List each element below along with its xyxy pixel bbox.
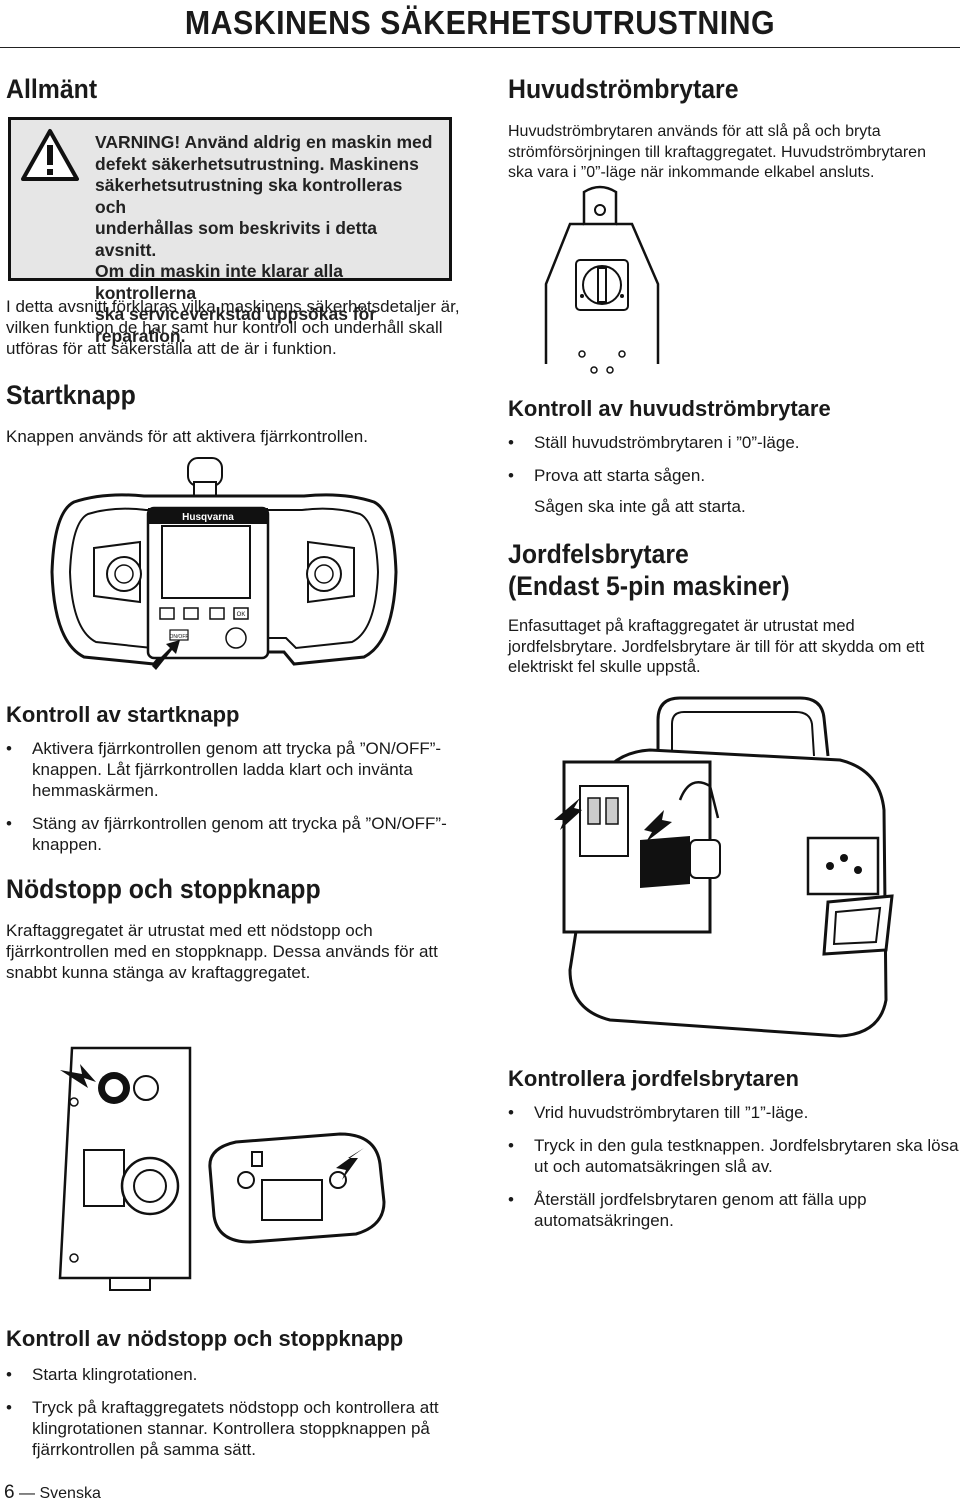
footer-language: Svenska [39,1485,101,1502]
start-button-text: Knappen används för att aktivera fjärrko… [6,427,368,446]
heading-start-button: Startknapp [6,380,136,410]
check-main-switch-list: • Ställ huvudströmbrytaren i ”0”-läge. •… [508,432,960,498]
bullet-icon: • [508,1103,514,1122]
list-item: • Stäng av fjärrkontrollen genom att try… [6,814,447,854]
onoff-label: ON/OFF [170,634,189,640]
bullet-icon: • [508,466,514,485]
list-item: • Prova att starta sågen. [508,466,706,485]
warning-text: VARNING! Använd aldrig en maskin med def… [95,132,433,346]
check-rcd-list: • Vrid huvudströmbrytaren till ”1”-läge.… [508,1102,960,1243]
main-switch-paragraph: Huvudströmbrytaren används för att slå p… [508,123,926,181]
bullet-icon: • [508,1136,514,1155]
list-item: • Ställ huvudströmbrytaren i ”0”-läge. [508,433,800,452]
check-main-switch-note: Sågen ska inte gå att starta. [534,497,746,516]
bullet-icon: • [6,739,12,758]
ok-label: OK [237,612,246,618]
bullet-icon: • [6,1398,12,1417]
check-start-list: • Aktivera fjärrkontrollen genom att try… [6,738,466,867]
heading-check-emergency: Kontroll av nödstopp och stoppknapp [6,1326,404,1351]
heading-main-switch: Huvudströmbrytare [508,74,739,104]
check-emergency-list: • Starta klingrotationen. • Tryck på kra… [6,1364,466,1472]
main-switch-figure [540,184,680,384]
emergency-paragraph: Kraftaggregatet är utrustat med ett nöds… [6,921,438,982]
list-item: • Starta klingrotationen. [6,1365,198,1384]
page-number: 6 [4,1482,15,1503]
remote-control-figure: Husqvarna OK ON/OFF [44,452,404,682]
page-title: MASKINENS SÄKERHETSUTRUSTNING [184,4,776,41]
pointer-arrow-icon [152,640,180,670]
heading-general: Allmänt [6,74,98,104]
pointer-arrow-icon [554,798,582,830]
bullet-icon: • [508,433,514,452]
footer-separator: — [19,1485,36,1502]
bullet-icon: • [6,814,12,833]
list-item: • Vrid huvudströmbrytaren till ”1”-läge. [508,1103,809,1122]
heading-rcd: Jordfelsbrytare (Endast 5-pin maskiner) [508,539,790,601]
intro-paragraph: I detta avsnitt förklaras vilka maskinen… [6,297,460,358]
pointer-arrow-icon [60,1064,96,1088]
title-divider [0,47,960,48]
power-unit-figure [540,690,940,1050]
list-item: • Aktivera fjärrkontrollen genom att try… [6,739,442,800]
brand-label: Husqvarna [182,512,234,523]
emergency-stop-figure [40,1030,400,1310]
list-item: • Återställ jordfelsbrytaren genom att f… [508,1190,867,1230]
warning-triangle-icon [21,128,79,182]
list-item: • Tryck på kraftaggregatets nödstopp och… [6,1398,439,1459]
heading-check-start: Kontroll av startknapp [6,702,240,727]
heading-check-main-switch: Kontroll av huvudströmbrytare [508,396,831,421]
pointer-arrow-icon [644,810,672,842]
heading-check-rcd: Kontrollera jordfelsbrytaren [508,1066,799,1091]
heading-emergency: Nödstopp och stoppknapp [6,874,321,904]
page-footer: 6 — Svenska [4,1482,101,1504]
pointer-arrow-icon [336,1148,364,1180]
rcd-paragraph: Enfasuttaget på kraftaggregatet är utrus… [508,617,925,676]
bullet-icon: • [6,1365,12,1384]
warning-box: VARNING! Använd aldrig en maskin med def… [8,117,452,346]
list-item: • Tryck in den gula testknappen. Jordfel… [508,1136,959,1176]
bullet-icon: • [508,1190,514,1209]
